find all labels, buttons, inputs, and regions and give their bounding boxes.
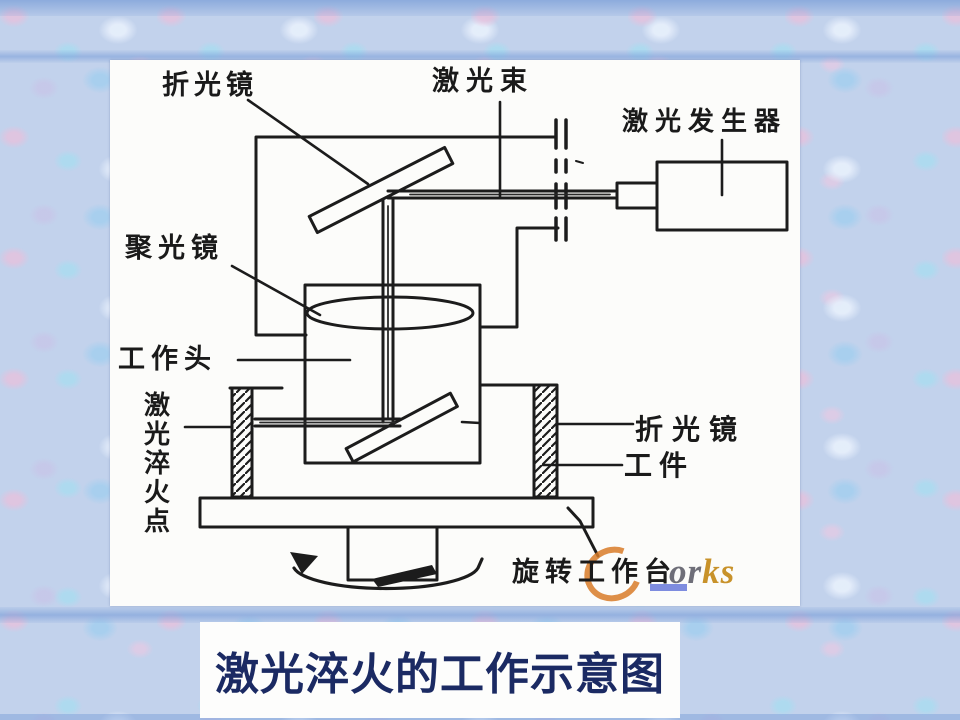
laser-generator-nozzle: [615, 181, 659, 210]
mirror-right-leader-inner: [460, 420, 482, 425]
label-mirror-right: 折光镜: [635, 415, 747, 446]
mirror-bottom: [344, 391, 459, 464]
rotary-table-leader-line: [566, 506, 600, 558]
mirror-top: [307, 145, 455, 235]
stray-mark: [575, 160, 584, 164]
laser-beam-lower: [253, 417, 402, 428]
background-streak-lower: [0, 607, 960, 623]
base-plate: [198, 496, 595, 529]
workpiece-right-wall: [532, 383, 559, 499]
workpiece-left-wall: [230, 386, 254, 499]
condenser-lens-leader-line: [230, 264, 322, 317]
bellows-joint-icon: [554, 118, 568, 242]
label-laser-beam: 激光束: [432, 66, 534, 96]
label-condenser-lens: 聚光镜: [125, 233, 224, 263]
background-streak-top: [0, 0, 960, 16]
beam-tube-wall: [478, 226, 560, 329]
eworks-logo-underline: [650, 584, 687, 591]
mirror-housing-box: [254, 135, 557, 337]
caption-box: 激光淬火的工作示意图: [200, 622, 680, 718]
caption-title: 激光淬火的工作示意图: [215, 650, 665, 699]
label-work-head: 工作头: [118, 344, 217, 374]
rotation-arrow-icon: [290, 552, 484, 591]
label-mirror-top: 折光镜: [162, 70, 258, 100]
label-workpiece: 工件: [624, 451, 695, 482]
label-rotary-table: 旋转工作台: [512, 557, 677, 587]
label-laser-generator: 激光发生器: [622, 107, 788, 136]
eworks-letters-gold: ks: [702, 552, 736, 591]
diagram-panel: orks 折光镜 激光束 激光发生器 聚光镜 工作头 激光淬火点 折光镜 工件 …: [110, 60, 800, 611]
laser-beam-vertical: [381, 198, 395, 424]
diagram-line-art: [183, 98, 789, 591]
laser-beam-horizontal: [386, 189, 617, 200]
label-hardening-point: 激光淬火点: [144, 391, 171, 537]
condenser-lens-ellipse: [305, 295, 475, 331]
mirror-top-leader-line: [246, 98, 370, 186]
